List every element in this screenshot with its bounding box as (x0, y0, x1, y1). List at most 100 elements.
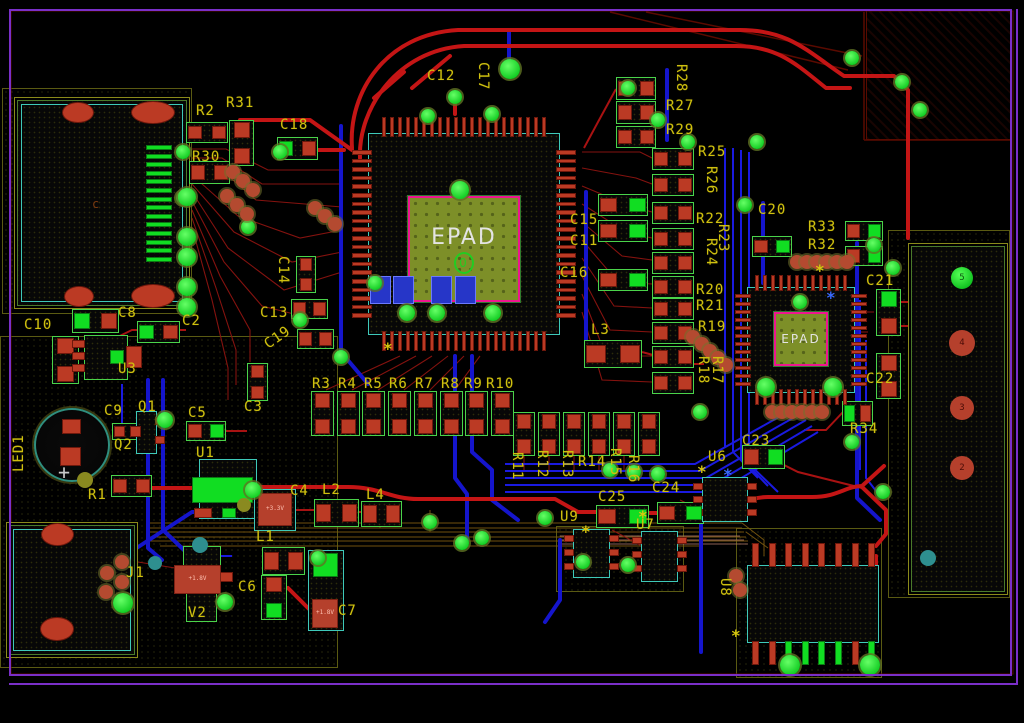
designator-R20[interactable]: R20 (696, 282, 725, 298)
connector-top-left-pins[interactable] (146, 153, 172, 159)
mount-pad[interactable] (64, 286, 94, 307)
chip-pin[interactable] (352, 193, 372, 198)
chip-pin[interactable] (493, 331, 499, 351)
designator-C7[interactable]: C7 (338, 603, 357, 619)
u7-pins-right[interactable] (677, 537, 687, 544)
chip-pin[interactable] (843, 275, 847, 291)
designator-C20[interactable]: C20 (758, 202, 787, 218)
designator-R4[interactable]: R4 (338, 376, 357, 392)
mount-pad[interactable] (40, 617, 74, 641)
pad-via[interactable] (733, 583, 747, 597)
chip-pin[interactable] (735, 326, 751, 330)
chip-pin[interactable] (556, 304, 576, 310)
R19-pad1[interactable] (654, 325, 669, 341)
R2-pad1[interactable] (188, 125, 203, 140)
via[interactable] (475, 531, 489, 545)
designator-L4[interactable]: L4 (366, 487, 385, 503)
via[interactable] (757, 378, 775, 396)
chip-pin[interactable] (556, 313, 576, 318)
designator-R33[interactable]: R33 (808, 219, 837, 235)
pad[interactable] (194, 508, 212, 518)
R17-pad1[interactable] (654, 349, 669, 365)
chip-pin[interactable] (556, 279, 576, 284)
chip-pin[interactable] (352, 313, 372, 318)
u8-pins-bottom[interactable] (851, 641, 859, 665)
chip-pin[interactable] (556, 167, 576, 172)
C21-pad2[interactable] (880, 318, 897, 334)
C13-pad2[interactable] (313, 302, 326, 316)
chip-pin[interactable] (501, 117, 507, 137)
R13-pad1[interactable] (566, 414, 582, 429)
chip-pin[interactable] (735, 342, 751, 346)
chip-pin[interactable] (469, 117, 475, 137)
R34-pad2[interactable] (860, 405, 871, 422)
chip-pin[interactable] (556, 287, 576, 293)
R27-pad1[interactable] (618, 104, 632, 121)
u8-pins-bottom[interactable] (768, 641, 776, 665)
chip-pin[interactable] (453, 117, 459, 137)
chip-pin[interactable] (352, 253, 372, 258)
C11-pad1[interactable] (600, 223, 617, 239)
designator-R9[interactable]: R9 (464, 376, 483, 392)
chip-pin[interactable] (501, 331, 507, 351)
C20-pad1[interactable] (754, 239, 768, 254)
chip-pin[interactable] (556, 270, 576, 275)
chip-pin[interactable] (352, 304, 372, 310)
chip-pin[interactable] (352, 201, 372, 207)
via[interactable] (311, 551, 325, 565)
via[interactable] (693, 405, 707, 419)
mount-pad[interactable] (131, 284, 175, 308)
pad-via[interactable] (148, 556, 162, 570)
R31-pad2[interactable] (233, 148, 250, 164)
chip-pin[interactable] (352, 167, 372, 172)
via[interactable] (451, 181, 469, 199)
chip-pin[interactable] (811, 389, 815, 405)
designator-R25[interactable]: R25 (698, 144, 727, 160)
C14-pad2[interactable] (299, 278, 313, 291)
chip-pin[interactable] (556, 253, 576, 258)
via[interactable] (750, 135, 764, 149)
via[interactable] (538, 511, 552, 525)
via[interactable] (627, 465, 641, 479)
chip-pin[interactable] (381, 117, 387, 137)
via[interactable] (845, 51, 859, 65)
u8-pins-top[interactable] (818, 543, 826, 567)
designator-R8[interactable]: R8 (441, 376, 460, 392)
u8-pins-bottom[interactable] (835, 641, 842, 665)
R13-pad2[interactable] (566, 439, 582, 454)
designator-C12[interactable]: C12 (427, 68, 456, 84)
C22-pad2[interactable] (880, 381, 897, 397)
chip-pin[interactable] (453, 331, 459, 351)
chip-pin[interactable] (556, 184, 576, 189)
designator-U6[interactable]: U6 (708, 449, 727, 465)
designator-R3[interactable]: R3 (312, 376, 331, 392)
via[interactable] (178, 228, 196, 246)
designator-R31[interactable]: R31 (226, 95, 255, 111)
C15-pad1[interactable] (600, 197, 617, 213)
R3-pad2[interactable] (315, 418, 330, 434)
connector-top-left-inner[interactable] (21, 104, 183, 302)
via[interactable] (113, 593, 133, 613)
via[interactable] (245, 482, 261, 498)
u8-pins-top[interactable] (851, 543, 859, 567)
chip-pin[interactable] (811, 275, 815, 291)
u8-pins-top[interactable] (835, 543, 842, 567)
u6-pins-right[interactable] (747, 509, 757, 516)
designator-C22[interactable]: C22 (866, 371, 895, 387)
pad[interactable] (155, 436, 165, 444)
chip-pin[interactable] (735, 334, 751, 338)
L1-pad1[interactable] (264, 551, 279, 571)
chip-pin[interactable] (485, 331, 491, 351)
designator-R5[interactable]: R5 (364, 376, 383, 392)
connector-right-pad5[interactable]: 5 (951, 267, 973, 289)
u6-body[interactable] (702, 477, 748, 522)
R15-pad1[interactable] (616, 414, 632, 429)
R10-pad1[interactable] (495, 393, 510, 409)
R18-pad2[interactable] (677, 375, 692, 391)
designator-R27[interactable]: R27 (666, 98, 695, 114)
connector-top-left-pins[interactable] (146, 256, 172, 262)
v2-body[interactable]: +1.8V (174, 565, 221, 594)
via[interactable] (845, 435, 859, 449)
chip-pin[interactable] (397, 117, 403, 137)
pad-via[interactable] (719, 358, 733, 372)
